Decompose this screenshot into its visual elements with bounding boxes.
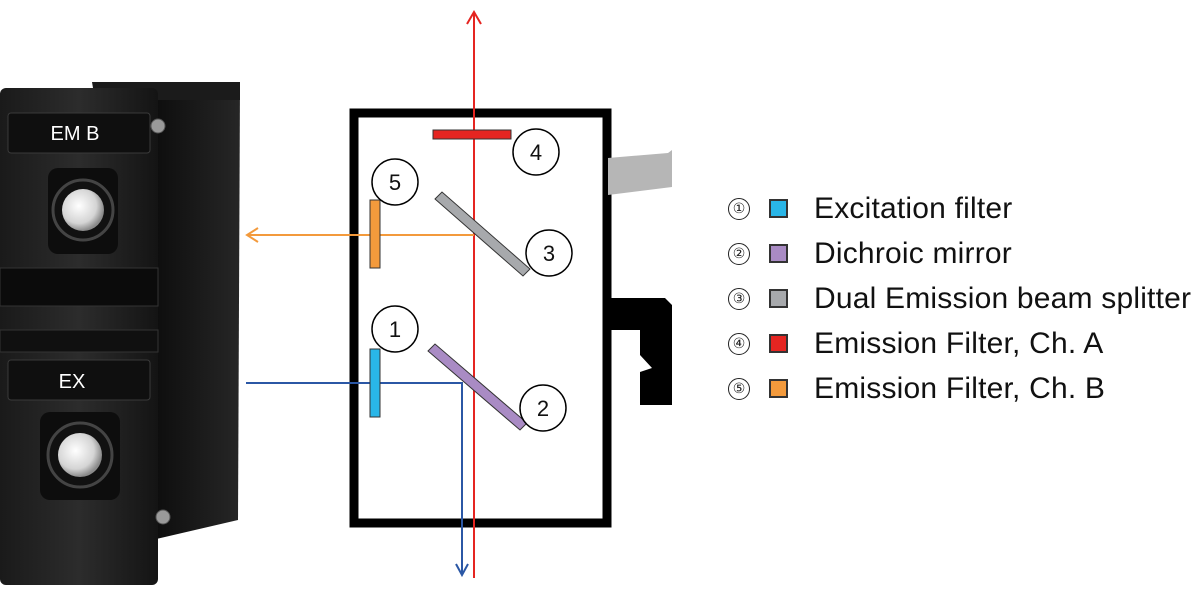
ex-plate	[7, 359, 151, 401]
legend-number: ③	[728, 287, 750, 310]
legend-item-emission-filter-b: ⑤ Emission Filter, Ch. B	[728, 366, 1191, 411]
orange-beam-arrowhead	[245, 227, 259, 243]
mount-clip-black	[604, 298, 672, 405]
callout-1: 1	[371, 305, 419, 353]
blue-beam-arrowhead	[455, 563, 469, 578]
em-b-plate	[7, 112, 151, 154]
svg-text:1: 1	[389, 317, 401, 342]
legend-item-emission-filter-a: ④ Emission Filter, Ch. A	[728, 321, 1191, 366]
legend-number: ①	[728, 197, 750, 220]
legend-number: ④	[728, 332, 750, 355]
excitation-filter	[369, 348, 381, 418]
legend-swatch	[769, 199, 788, 218]
svg-text:2: 2	[537, 396, 549, 421]
emission-filter-b	[369, 199, 381, 269]
svg-text:4: 4	[530, 140, 542, 165]
callout-3: 3	[525, 229, 573, 277]
callout-2: 2	[519, 384, 567, 432]
legend-label: Emission Filter, Ch. B	[814, 371, 1106, 405]
cube-groove-1	[0, 267, 159, 307]
screw-top-icon	[150, 118, 166, 134]
cube-groove-2	[0, 329, 159, 353]
cube-side-face	[150, 82, 240, 540]
screw-bottom-icon	[155, 509, 171, 525]
red-beam-arrowhead	[466, 10, 482, 25]
ex-label: EX	[59, 371, 86, 393]
filter-cube-photo: EM B EX	[0, 82, 240, 585]
cube-schematic: 4 5 3 1 2	[245, 10, 672, 578]
dual-emission-beam-splitter	[434, 191, 531, 277]
mount-tab-gray	[608, 150, 672, 195]
legend-label: Dual Emission beam splitter	[814, 281, 1192, 315]
svg-text:3: 3	[543, 241, 555, 266]
callout-4: 4	[512, 128, 560, 176]
em-b-label: EM B	[51, 123, 100, 145]
legend-label: Excitation filter	[814, 191, 1013, 225]
legend-number: ②	[728, 242, 750, 265]
legend-swatch	[769, 334, 788, 353]
legend: ① Excitation filter ② Dichroic mirror ③ …	[728, 186, 1191, 411]
legend-swatch	[769, 244, 788, 263]
dichroic-mirror	[427, 343, 528, 431]
legend-item-beam-splitter: ③ Dual Emission beam splitter	[728, 276, 1191, 321]
legend-swatch	[769, 379, 788, 398]
legend-number: ⑤	[728, 377, 750, 400]
legend-swatch	[769, 289, 788, 308]
blue-beam	[246, 382, 463, 574]
emission-filter-a	[432, 129, 512, 140]
upper-lens	[62, 189, 104, 231]
legend-label: Emission Filter, Ch. A	[814, 326, 1104, 360]
callout-5: 5	[371, 158, 419, 206]
lower-lens	[58, 433, 102, 477]
legend-label: Dichroic mirror	[814, 236, 1012, 270]
legend-item-dichroic-mirror: ② Dichroic mirror	[728, 231, 1191, 276]
svg-text:5: 5	[389, 170, 401, 195]
legend-item-excitation-filter: ① Excitation filter	[728, 186, 1191, 231]
